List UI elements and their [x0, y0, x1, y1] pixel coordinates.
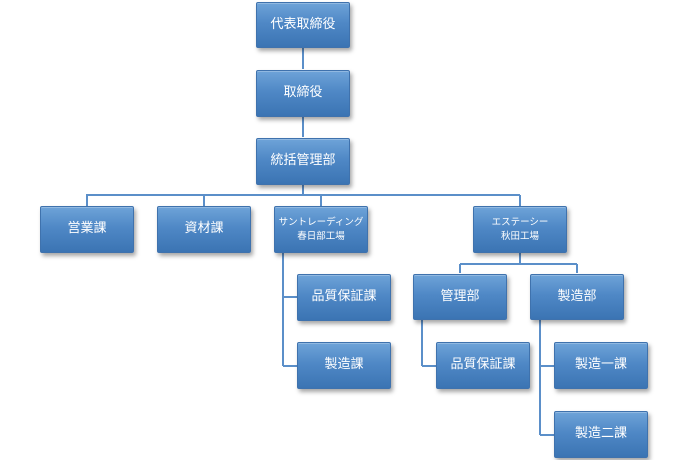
- node-akita-factory-line2: 秋田工場: [500, 230, 539, 242]
- node-akita-manufacturing-dept-label: 製造部: [557, 288, 597, 304]
- node-director-label: 取締役: [283, 85, 323, 101]
- node-general-management: 統括管理部: [256, 138, 350, 185]
- node-akita-manufacturing-dept: 製造部: [530, 274, 624, 320]
- node-ceo-label: 代表取締役: [270, 16, 336, 32]
- node-manufacturing-section-2-label: 製造二課: [574, 426, 627, 442]
- node-akita-factory: エステーシー 秋田工場: [473, 206, 567, 253]
- node-sales-section-label: 営業課: [67, 221, 107, 237]
- node-kasukabe-qa-section: 品質保証課: [297, 274, 391, 321]
- node-manufacturing-section-1: 製造一課: [554, 342, 648, 389]
- node-akita-management-dept-label: 管理部: [440, 288, 480, 304]
- node-manufacturing-section-2: 製造二課: [554, 411, 648, 458]
- node-kasukabe-qa-section-label: 品質保証課: [311, 289, 377, 305]
- node-ceo: 代表取締役: [256, 2, 350, 48]
- node-manufacturing-section-1-label: 製造一課: [574, 357, 627, 373]
- node-akita-qa-section-label: 品質保証課: [450, 357, 516, 373]
- node-general-management-label: 統括管理部: [270, 153, 336, 169]
- node-sales-section: 営業課: [40, 206, 134, 253]
- node-kasukabe-factory-line1: サントレーディング: [278, 216, 364, 228]
- node-kasukabe-manufacturing-section-label: 製造課: [324, 357, 364, 373]
- node-akita-factory-line1: エステーシー: [491, 216, 549, 228]
- node-materials-section: 資材課: [157, 206, 251, 253]
- node-akita-qa-section: 品質保証課: [436, 342, 530, 389]
- node-kasukabe-factory: サントレーディング 春日部工場: [274, 206, 368, 253]
- node-director: 取締役: [256, 70, 350, 117]
- node-akita-management-dept: 管理部: [413, 274, 507, 320]
- node-materials-section-label: 資材課: [184, 221, 224, 237]
- node-kasukabe-manufacturing-section: 製造課: [297, 342, 391, 389]
- node-kasukabe-factory-line2: 春日部工場: [297, 230, 345, 242]
